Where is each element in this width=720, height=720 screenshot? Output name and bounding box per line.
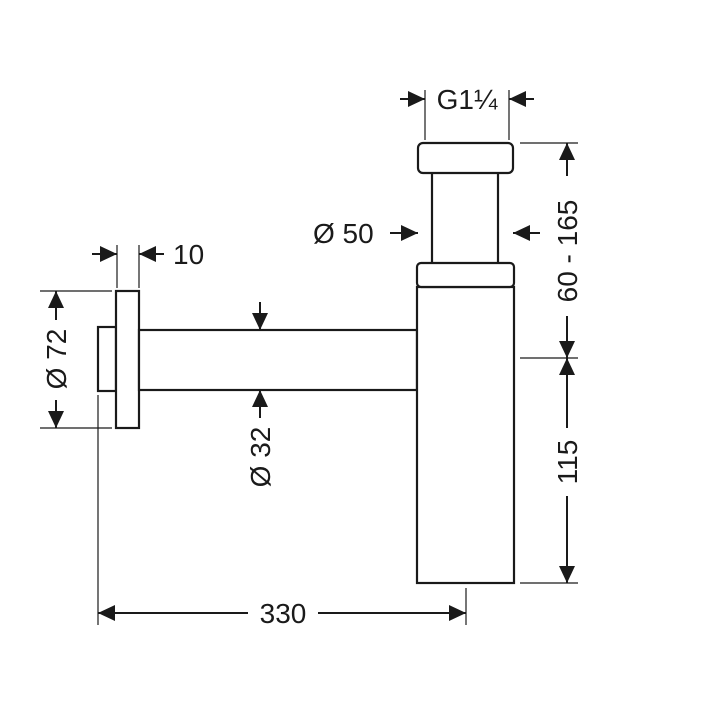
outlet-diameter-label: Ø 50 xyxy=(313,218,374,249)
thread-label: G1¼ xyxy=(437,84,498,115)
body-height-label: 115 xyxy=(552,440,583,485)
extension-lines xyxy=(40,90,578,625)
projection-label: 330 xyxy=(260,598,307,629)
height-adjust-label: 60 - 165 xyxy=(552,200,583,303)
dimension-projection: 330 xyxy=(98,596,466,630)
dimension-body-height: 115 xyxy=(552,358,583,583)
wall-flange xyxy=(96,325,118,393)
dimension-flange-diameter: Ø 72 xyxy=(40,291,72,428)
trap-body xyxy=(415,285,516,585)
flange-diameter-label: Ø 72 xyxy=(41,329,72,390)
outlet-pipe xyxy=(137,328,419,392)
pipe-diameter-label: Ø 32 xyxy=(245,427,276,488)
inlet-tube xyxy=(430,166,500,268)
dimension-thread: G1¼ xyxy=(400,84,534,115)
dimension-height-adjust: 60 - 165 xyxy=(552,143,583,358)
bottle-trap-outline xyxy=(96,141,516,585)
flange-thickness-label: 10 xyxy=(173,239,204,270)
dimension-outlet-diameter: Ø 50 xyxy=(313,218,540,249)
upper-collar xyxy=(415,261,516,289)
top-nut xyxy=(416,141,515,175)
dimension-pipe-diameter: Ø 32 xyxy=(245,302,276,487)
dimension-flange-thickness: 10 xyxy=(92,239,204,270)
escutcheon-plate xyxy=(114,289,141,430)
